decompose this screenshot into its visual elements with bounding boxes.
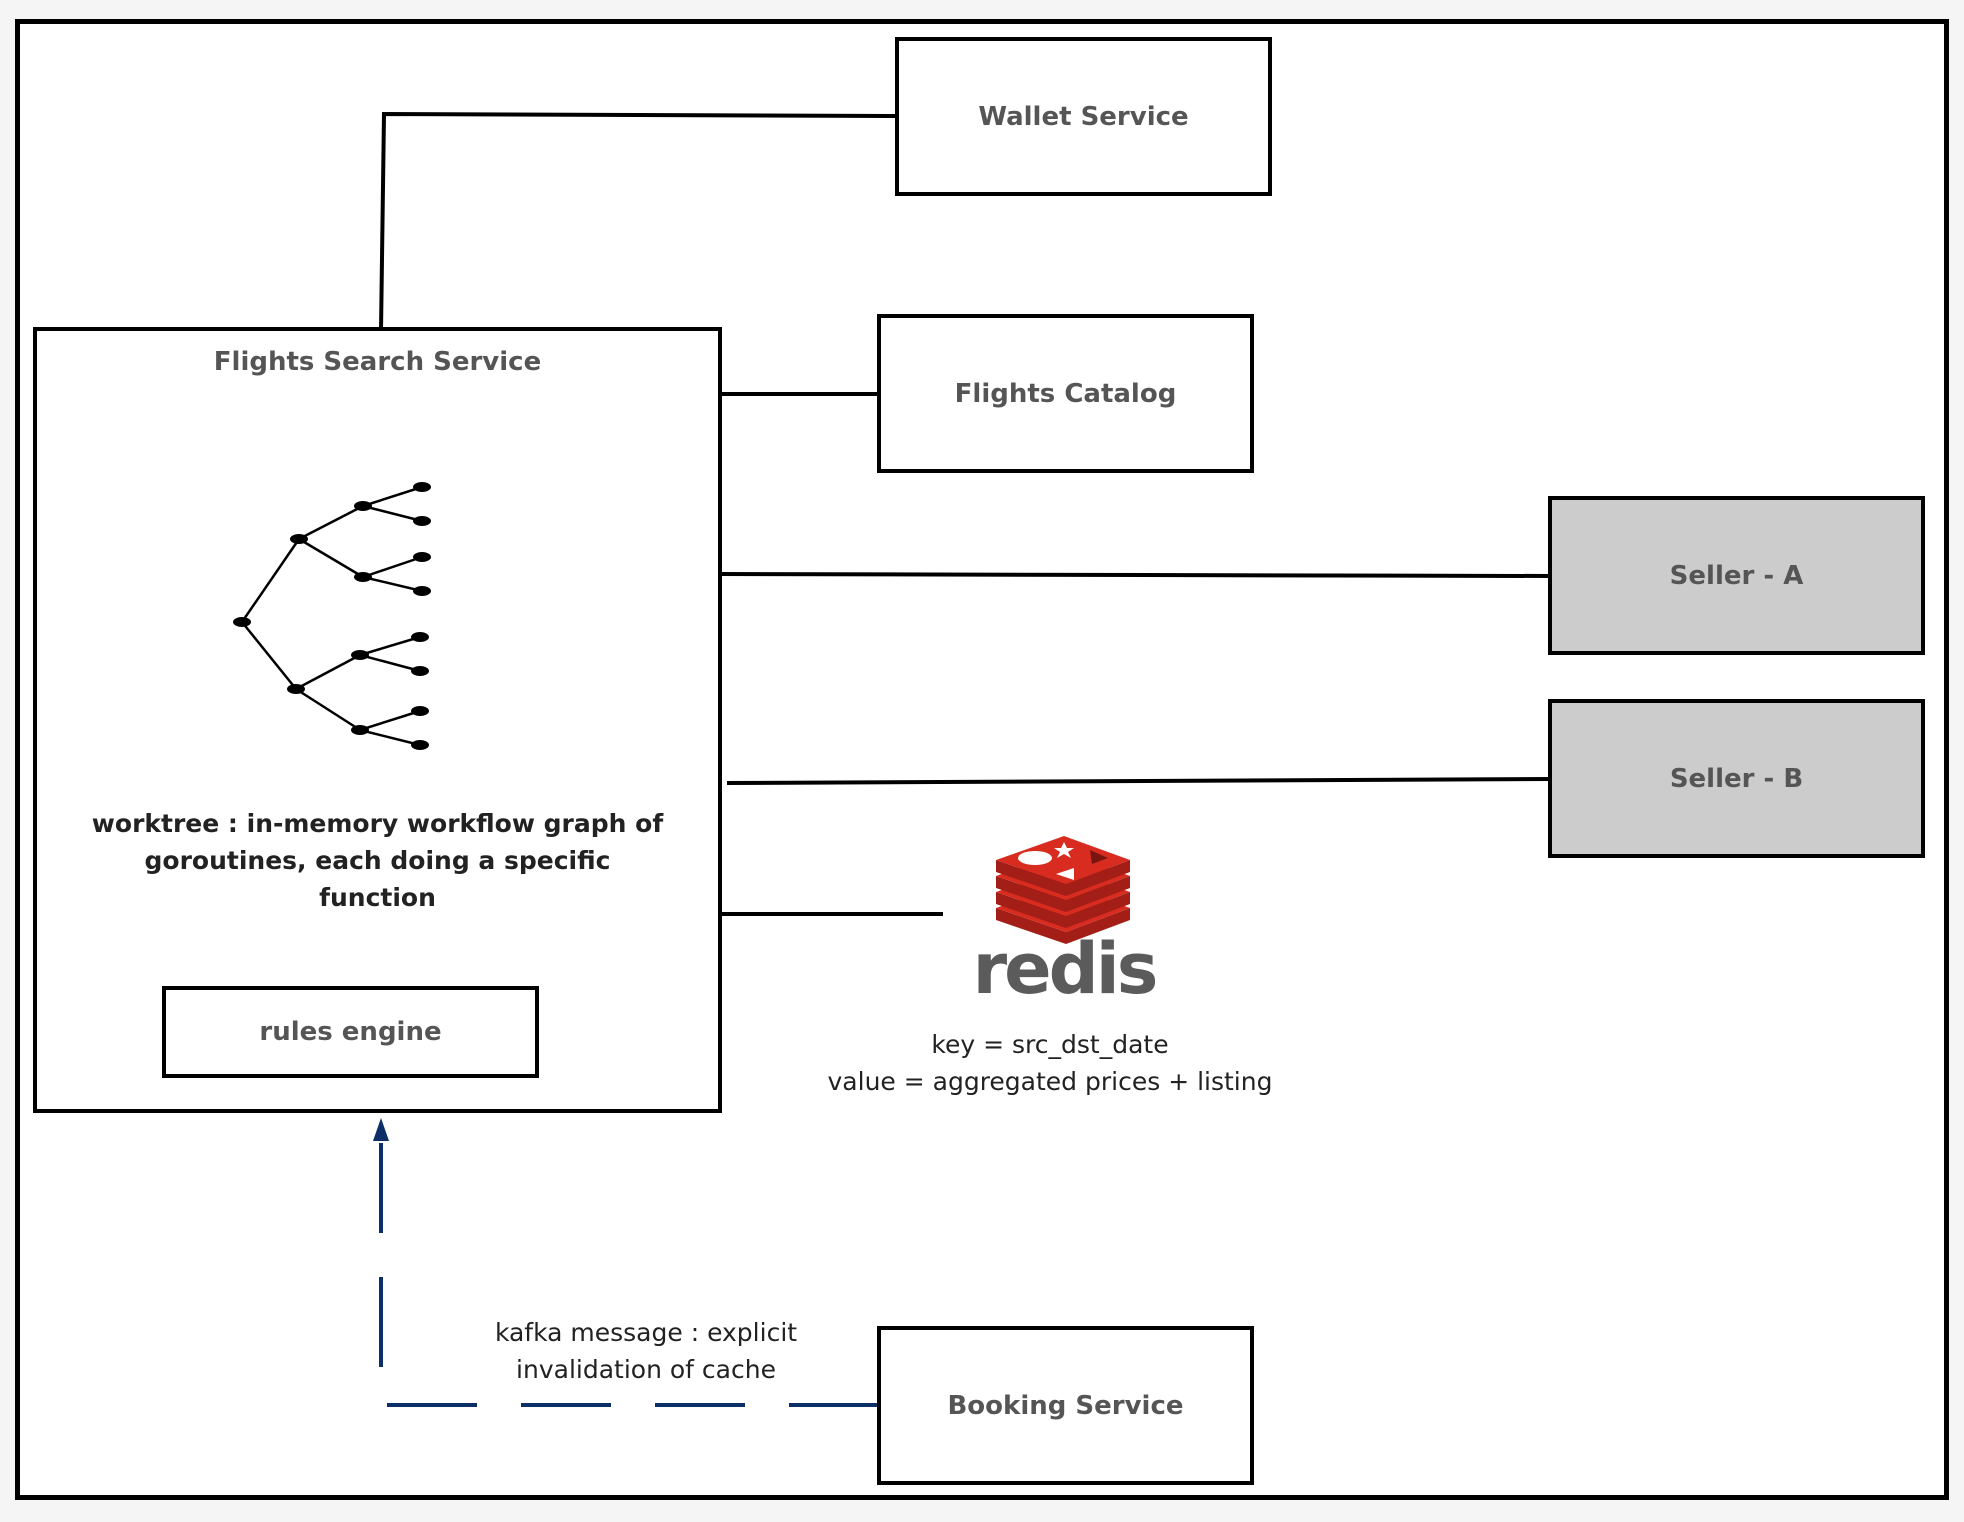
connector-search-seller-a xyxy=(719,572,1551,578)
kafka-dashed-arrow xyxy=(379,1131,879,1407)
flights-catalog-label: Flights Catalog xyxy=(954,378,1177,409)
flights-catalog-box[interactable]: Flights Catalog xyxy=(877,314,1254,473)
worktree-graph-icon xyxy=(233,482,431,750)
flights-search-service-title: Flights Search Service xyxy=(213,347,542,377)
seller-b-label: Seller - B xyxy=(1669,763,1804,794)
worktree-caption: worktree : in-memory workflow graph of g… xyxy=(37,805,718,916)
connector-search-seller-b xyxy=(726,777,1551,785)
worktree-caption-line1: worktree : in-memory workflow graph of xyxy=(91,809,664,838)
arrowhead-icon xyxy=(373,1118,389,1141)
connector-search-wallet xyxy=(379,111,898,332)
redis-value-line: value = aggregated prices + listing xyxy=(827,1067,1273,1096)
booking-service-box[interactable]: Booking Service xyxy=(877,1326,1254,1485)
redis-logo-icon: redis xyxy=(973,836,1159,998)
seller-a-box[interactable]: Seller - A xyxy=(1548,496,1925,655)
worktree-caption-line3: function xyxy=(319,883,436,912)
booking-service-label: Booking Service xyxy=(947,1390,1184,1421)
redis-logo-text: redis xyxy=(973,928,1156,998)
rules-engine-label: rules engine xyxy=(259,1017,442,1047)
redis-caption: key = src_dst_date value = aggregated pr… xyxy=(800,1026,1300,1100)
seller-b-box[interactable]: Seller - B xyxy=(1548,699,1925,858)
wallet-service-label: Wallet Service xyxy=(978,101,1189,132)
kafka-caption-line2: invalidation of cache xyxy=(516,1355,776,1384)
kafka-caption: kafka message : explicit invalidation of… xyxy=(456,1314,836,1388)
rules-engine-box[interactable]: rules engine xyxy=(162,986,539,1078)
kafka-caption-line1: kafka message : explicit xyxy=(494,1318,798,1347)
seller-a-label: Seller - A xyxy=(1669,560,1804,591)
redis-key-line: key = src_dst_date xyxy=(931,1030,1169,1059)
flights-search-service-box[interactable]: Flights Search Service xyxy=(33,327,722,1113)
worktree-caption-line2: goroutines, each doing a specific xyxy=(144,846,611,875)
wallet-service-box[interactable]: Wallet Service xyxy=(895,37,1272,196)
